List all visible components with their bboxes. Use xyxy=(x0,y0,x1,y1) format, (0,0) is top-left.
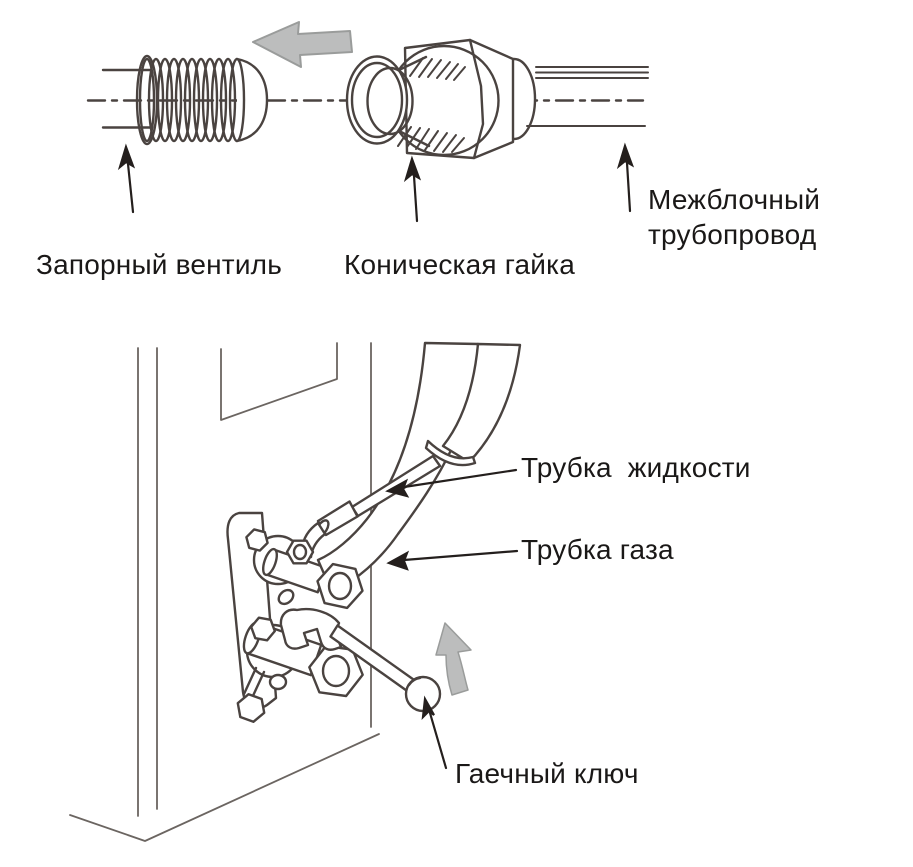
gas-pipe-label: Трубка газа xyxy=(521,534,674,565)
wrench-label: Гаечный ключ xyxy=(455,758,639,789)
shutoff-valve-pointer-arrow xyxy=(117,143,136,214)
valve-port-bolt-icon xyxy=(249,616,276,642)
upper-valve-drawing xyxy=(261,547,328,594)
lower-valve-drawing xyxy=(236,616,323,723)
liquid-pipe-label: Трубка жидкости xyxy=(521,452,751,483)
liquid-pipe-leader-arrow xyxy=(385,468,518,498)
gas-hose-drawing xyxy=(316,341,480,594)
wrench-drawing xyxy=(279,608,442,713)
shutoff-valve-drawing xyxy=(101,54,269,146)
shutoff-valve-label: Запорный вентиль xyxy=(36,249,282,280)
pipe-ferrule xyxy=(424,439,477,467)
insert-direction-arrow-icon xyxy=(252,21,353,68)
interunit-piping-label: Межблочный трубопровод xyxy=(648,184,821,250)
flare-nut-drawing xyxy=(345,38,649,160)
hose-fitting-nut-drawing xyxy=(316,562,364,610)
gas-pipe-leader-arrow xyxy=(386,549,519,571)
liquid-port-nut-drawing xyxy=(285,539,315,565)
turn-direction-arrow-icon xyxy=(435,622,472,696)
service-cap-icon xyxy=(236,693,266,723)
piping-pointer-arrow xyxy=(616,142,635,213)
flare-nut-pointer-arrow xyxy=(403,155,422,223)
flare-nut-label: Коническая гайка xyxy=(344,249,575,280)
wrench-leader-arrow xyxy=(421,695,448,770)
interunit-pipe-lines xyxy=(526,66,649,127)
bracket-bolt-icon xyxy=(245,528,269,552)
